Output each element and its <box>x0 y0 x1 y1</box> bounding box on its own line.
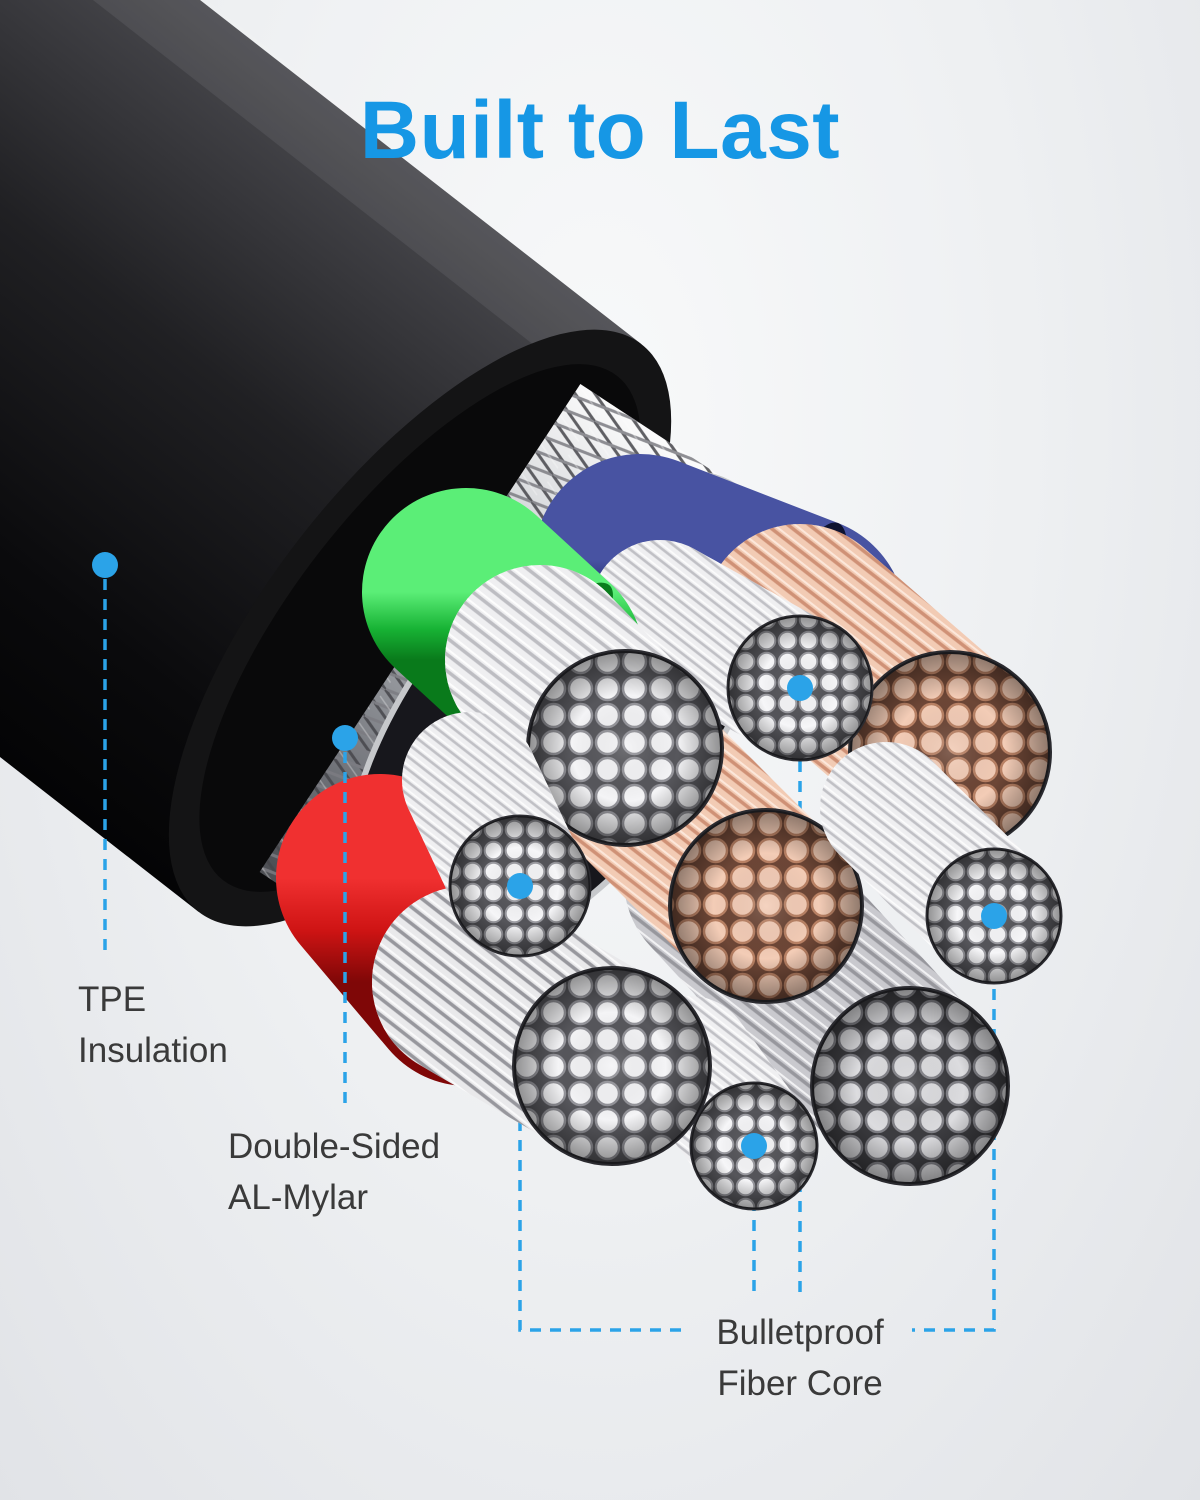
wire-green-silver <box>362 488 724 847</box>
gray-strand-cap-shade <box>812 988 1008 1184</box>
callout-line-fiber-right <box>912 929 996 1332</box>
silver-strand-cap-shade <box>528 651 722 845</box>
callout-dot-fiber-bottom <box>741 1133 767 1159</box>
label-fiber-core: Bulletproof Fiber Core <box>716 1308 883 1410</box>
label-line-1: TPE <box>78 980 147 1019</box>
silver-strand-cap-shade <box>514 968 710 1164</box>
label-line-1: Bulletproof <box>716 1313 884 1352</box>
label-line-2: AL-Mylar <box>228 1177 369 1217</box>
label-line-2: Fiber Core <box>717 1363 883 1403</box>
callout-dot-fiber-right <box>981 903 1007 929</box>
label-line-1: Double-Sided <box>228 1127 441 1166</box>
label-al-mylar: Double-Sided AL-Mylar <box>228 1122 440 1224</box>
jacket-sheen <box>92 0 655 403</box>
callout-dot-fiber-left <box>507 873 533 899</box>
callout-dots <box>92 552 1007 1159</box>
callout-dot-fiber-top <box>787 675 813 701</box>
fiber-core-right <box>820 742 1063 985</box>
page-title: Built to Last <box>359 85 841 176</box>
label-line-2: Insulation <box>78 1030 228 1070</box>
label-tpe-insulation: TPE Insulation <box>78 975 228 1077</box>
fiber-core-top <box>590 540 874 762</box>
wire-red-silver <box>276 774 712 1166</box>
fiber-core-left <box>402 712 592 958</box>
copper-cap-shade <box>670 810 862 1002</box>
callout-dot-al-mylar <box>332 725 358 751</box>
jacket-body <box>0 0 642 912</box>
callout-dot-tpe <box>92 552 118 578</box>
surface-callout-lines <box>103 579 347 1108</box>
